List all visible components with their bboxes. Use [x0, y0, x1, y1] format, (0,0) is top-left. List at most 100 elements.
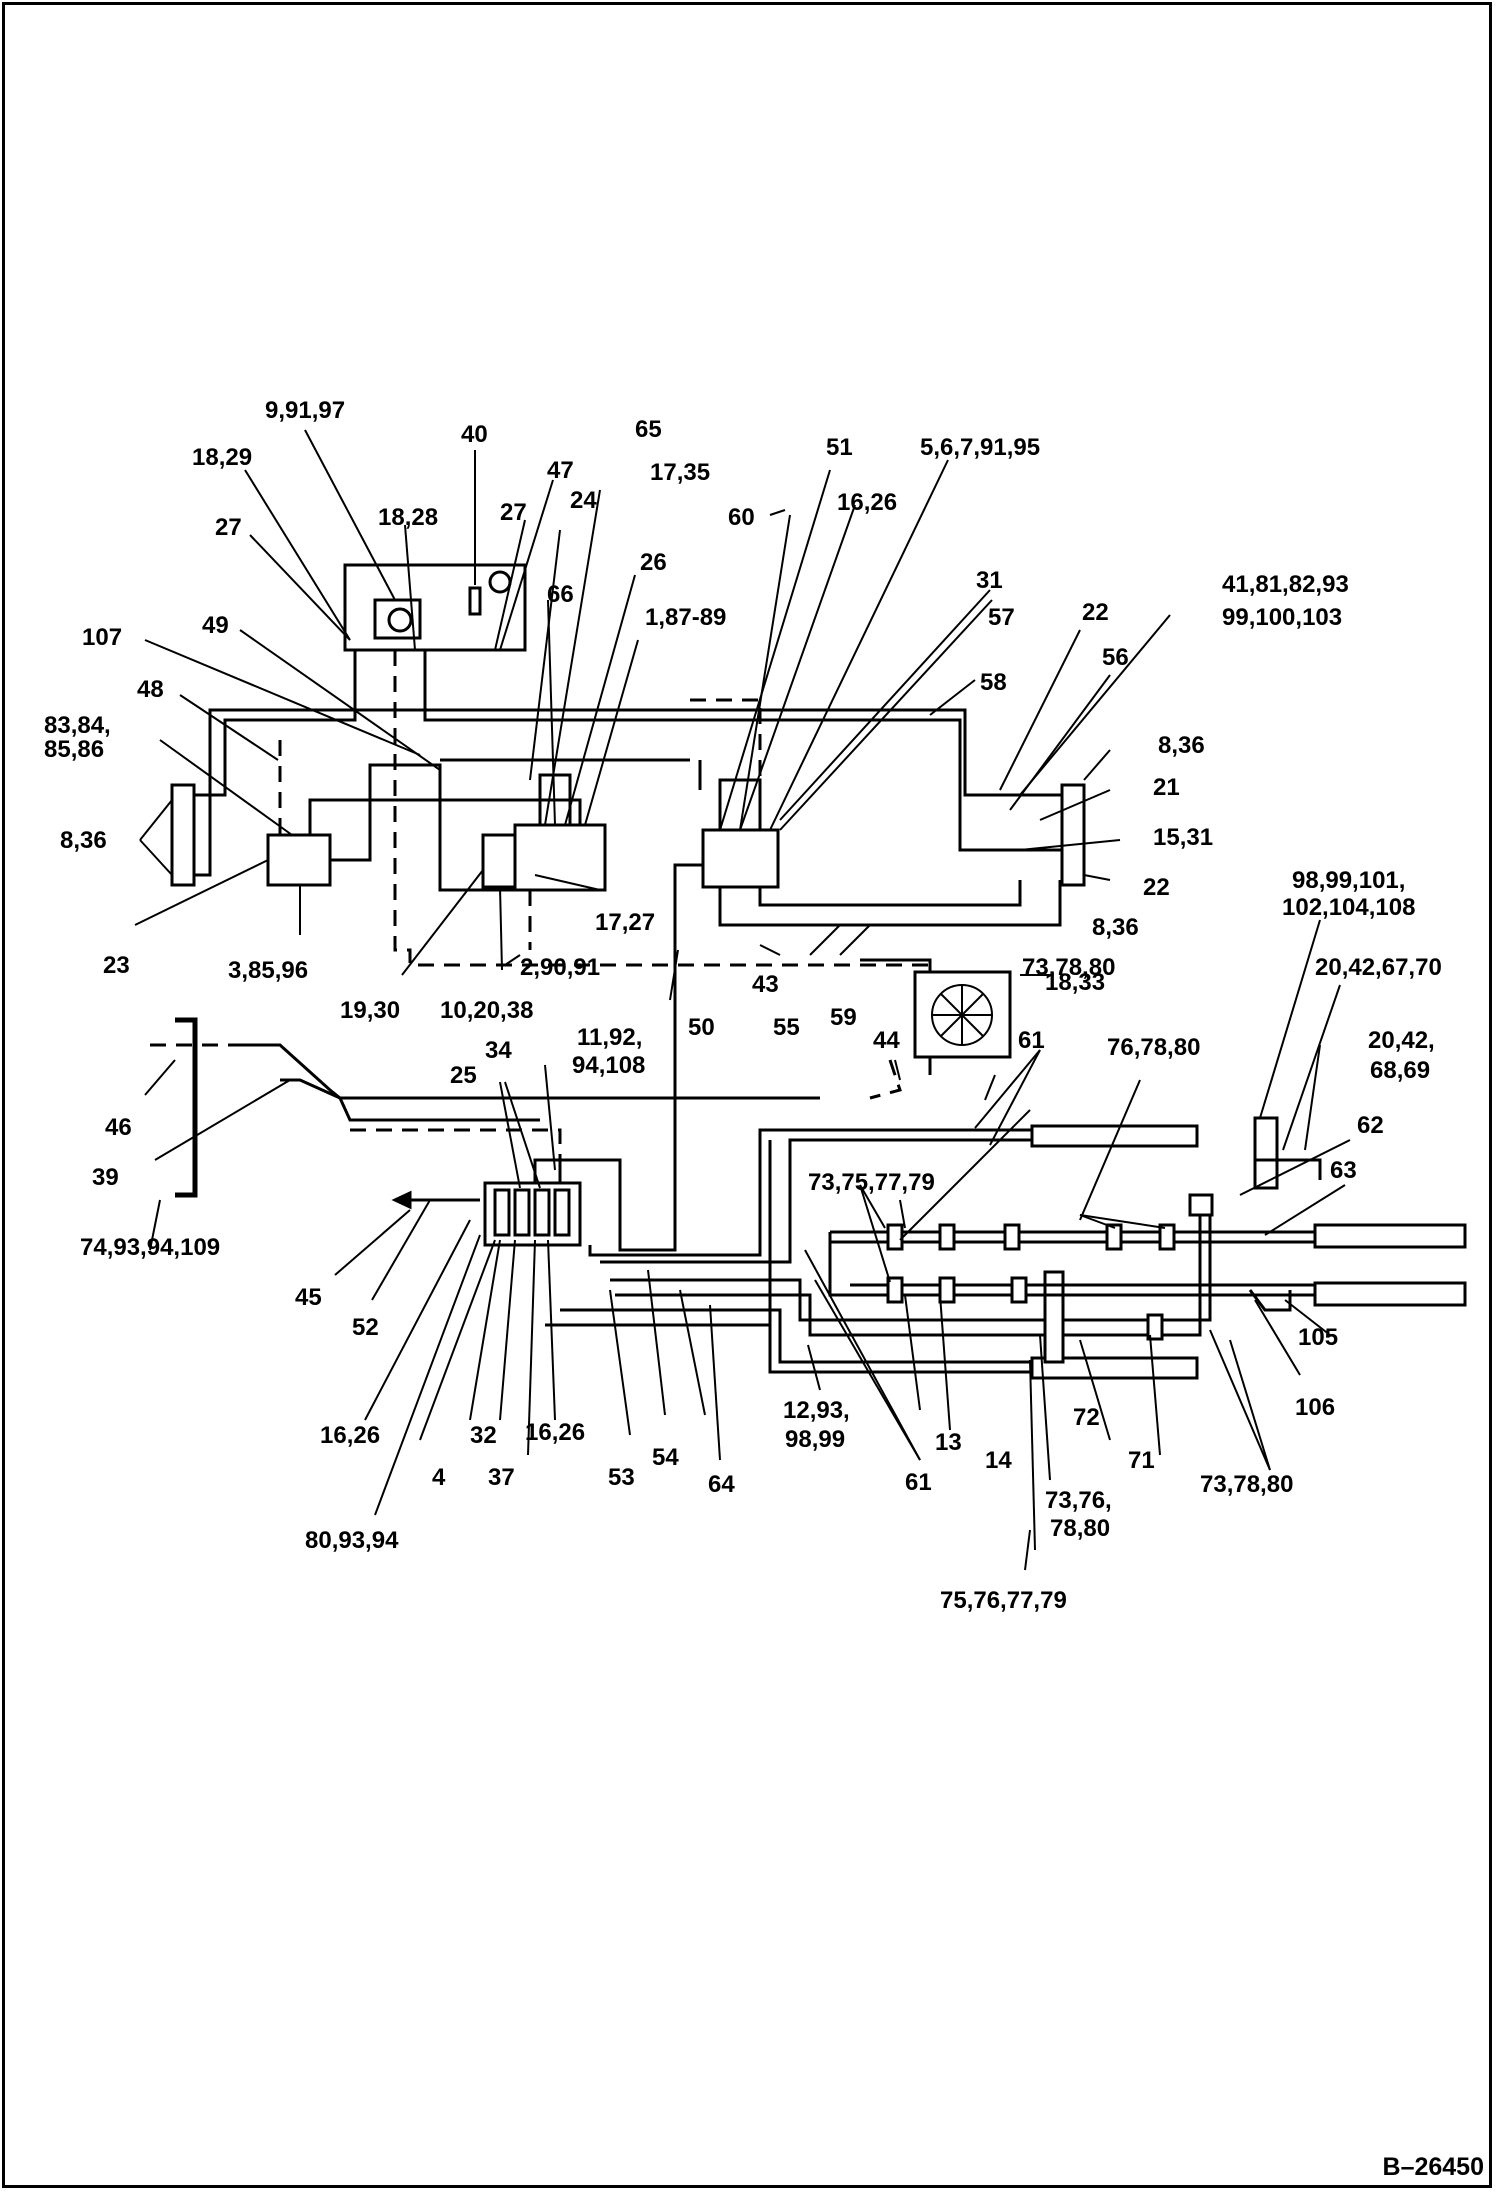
callout: 80,93,94: [305, 1527, 399, 1554]
callout: 73,78,80: [1200, 1471, 1293, 1498]
callout: 37: [488, 1464, 515, 1491]
sight-gauge: [468, 586, 482, 616]
callout: 73,78,80: [1022, 954, 1115, 981]
callout: 11,92,: [577, 1024, 642, 1051]
callout: 53: [608, 1464, 635, 1491]
callout: 61: [905, 1469, 932, 1496]
callout: 39: [92, 1164, 119, 1191]
callout: 50: [688, 1014, 715, 1041]
callout: 25: [450, 1062, 477, 1089]
callout: 83,84,: [44, 712, 111, 739]
valve-bank-sections: [493, 1188, 571, 1237]
callout: 8,36: [1092, 914, 1139, 941]
dashed-lines: [150, 650, 930, 1160]
callout: 27: [215, 514, 242, 541]
cylinder-right-1: [1313, 1223, 1467, 1249]
valve-block-19-30: [481, 833, 517, 889]
callout: 107: [82, 624, 122, 651]
callout: 20,42,: [1368, 1027, 1435, 1054]
callout: 47: [547, 457, 574, 484]
callout: 105: [1298, 1324, 1338, 1351]
callout: 66: [547, 581, 574, 608]
cylinder-right-2: [1313, 1281, 1467, 1307]
callout: 64: [708, 1471, 735, 1498]
callout: 2,90,91: [520, 954, 600, 981]
callout: 78,80: [1050, 1515, 1110, 1542]
callout: 73,75,77,79: [808, 1169, 935, 1196]
callout: 23: [103, 952, 130, 979]
callout: 17,35: [650, 459, 710, 486]
callout: 32: [470, 1422, 497, 1449]
callout: 14: [985, 1447, 1012, 1474]
callout: 106: [1295, 1394, 1335, 1421]
callout: 16,26: [320, 1422, 380, 1449]
cylinder-upper: [1030, 1124, 1199, 1148]
callout: 9,91,97: [265, 397, 345, 424]
callout: 22: [1082, 599, 1109, 626]
components: [170, 563, 1467, 1380]
callout: 16,26: [837, 489, 897, 516]
callout: 21: [1153, 774, 1180, 801]
callout-labels: 9,91,97 18,29 27 107 49 48 83,84, 85,86 …: [44, 397, 1442, 1614]
callout: 22: [1143, 874, 1170, 901]
callout: 72: [1073, 1404, 1100, 1431]
callout: 15,31: [1153, 824, 1213, 851]
center-valve: [701, 828, 780, 889]
callout: 65: [635, 416, 662, 443]
clamps: [886, 1193, 1214, 1341]
callout: 4: [432, 1464, 446, 1491]
callout: 43: [752, 971, 779, 998]
callout: 76,78,80: [1107, 1034, 1200, 1061]
callout: 10,20,38: [440, 997, 533, 1024]
callout: 40: [461, 421, 488, 448]
callout: 24: [570, 487, 597, 514]
callout: 16,26: [525, 1419, 585, 1446]
fan-icon: [931, 984, 993, 1046]
right-cylinder: [1060, 783, 1086, 887]
callout: 49: [202, 612, 229, 639]
callout: 94,108: [572, 1052, 645, 1079]
callout: 5,6,7,91,95: [920, 434, 1040, 461]
callout: 18,33: [1045, 969, 1105, 996]
callout: 98,99,101,: [1292, 867, 1405, 894]
left-cylinder: [170, 783, 196, 887]
callout: 8,36: [60, 827, 107, 854]
callout: 54: [652, 1444, 679, 1471]
callout: 71: [1128, 1447, 1155, 1474]
callout: 1,87-89: [645, 604, 726, 631]
filter-cap-icon: [387, 607, 413, 633]
callout: 61: [1018, 1027, 1045, 1054]
callout: 19,30: [340, 997, 400, 1024]
callout: 18,28: [378, 504, 438, 531]
leader-lines: [134, 429, 1351, 1571]
callout: 57: [988, 604, 1015, 631]
callout: 8,36: [1158, 732, 1205, 759]
valve-block-23: [266, 833, 332, 887]
callout: 31: [976, 567, 1003, 594]
callout: 34: [485, 1037, 512, 1064]
callout: 74,93,94,109: [80, 1234, 220, 1261]
bracket-74: [175, 1017, 198, 1198]
callout: 12,93,: [783, 1397, 850, 1424]
callout: 68,69: [1370, 1057, 1430, 1084]
callout: 56: [1102, 644, 1129, 671]
callout: 46: [105, 1114, 132, 1141]
callout: 98,99: [785, 1426, 845, 1453]
callout: 59: [830, 1004, 857, 1031]
callout: 26: [640, 549, 667, 576]
callout: 41,81,82,93: [1222, 571, 1349, 598]
callout: 99,100,103: [1222, 604, 1342, 631]
callout: 45: [295, 1284, 322, 1311]
callout: 44: [873, 1027, 900, 1054]
callout: 55: [773, 1014, 800, 1041]
hose-lines: [194, 650, 1322, 1374]
callout: 27: [500, 499, 527, 526]
drawing-number: B–26450: [1382, 2153, 1484, 2181]
callout: 52: [352, 1314, 379, 1341]
callout: 51: [826, 434, 853, 461]
callout: 60: [728, 504, 755, 531]
callout: 63: [1330, 1157, 1357, 1184]
callout: 17,27: [595, 909, 655, 936]
